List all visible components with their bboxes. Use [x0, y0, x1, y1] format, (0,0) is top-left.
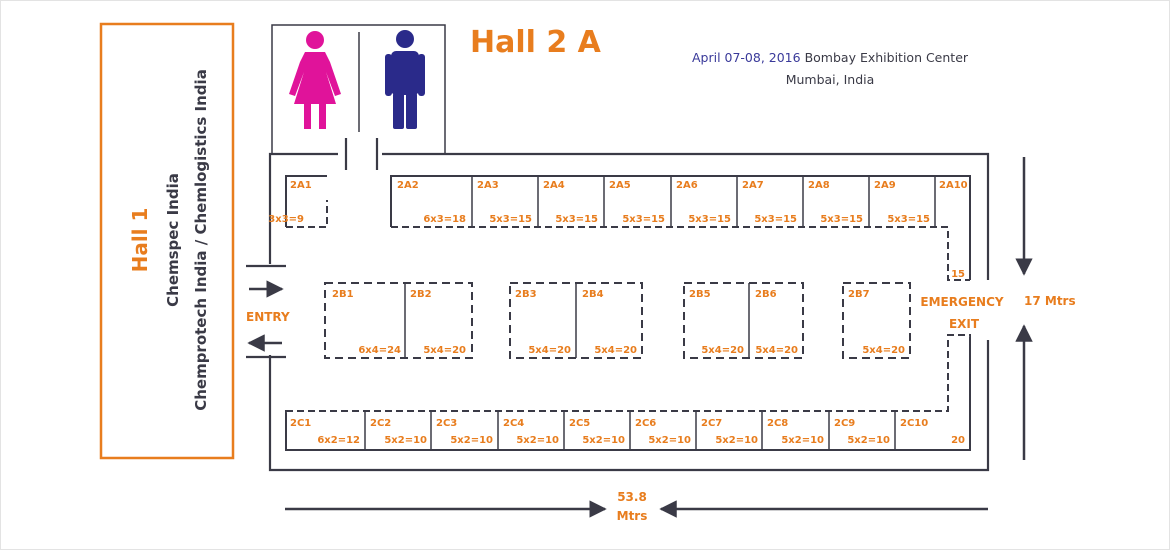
- row-c-stalls: [285, 333, 971, 451]
- stall-id-label: 2C4: [503, 418, 524, 429]
- restroom-box: [271, 24, 446, 154]
- hall1-title: Hall 1: [128, 208, 152, 273]
- stall-id-label: 2A6: [676, 180, 698, 191]
- stall-size-label: 5x2=10: [715, 435, 758, 446]
- hall2a-title: Hall 2 A: [470, 25, 602, 60]
- stall-size-label: 5x3=15: [555, 214, 598, 225]
- event-date-venue: April 07-08, 2016 Bombay Exhibition Cent…: [692, 50, 969, 65]
- stall-size-label: 5x2=10: [781, 435, 824, 446]
- stall-id-label: 2A4: [543, 180, 565, 191]
- male-restroom-icon: [385, 30, 425, 129]
- stall-id-label: 2B7: [848, 289, 870, 300]
- stall-id-label: 2B6: [755, 289, 777, 300]
- stall-size-label: 5x4=20: [423, 345, 466, 356]
- stall-id-label: 2C7: [701, 418, 722, 429]
- stall-size-label: 5x2=10: [384, 435, 427, 446]
- stall-size-label: 15: [951, 269, 965, 280]
- hall1-line1: Chemspec India: [164, 173, 182, 307]
- stall-id-label: 2C5: [569, 418, 590, 429]
- stall-id-label: 2C6: [635, 418, 656, 429]
- stall-id-label: 2A1: [290, 180, 312, 191]
- stall-size-label: 5x3=15: [820, 214, 863, 225]
- emergency-label: EMERGENCY: [920, 295, 1003, 309]
- stall-id-label: 2C9: [834, 418, 855, 429]
- stall-size-label: 5x3=15: [489, 214, 532, 225]
- stall-size-label: 5x3=15: [688, 214, 731, 225]
- stall-id-label: 2B2: [410, 289, 432, 300]
- hall1-box: [99, 22, 235, 460]
- hall-walls: [246, 138, 990, 472]
- stall-id-label: 2C1: [290, 418, 311, 429]
- stall-id-label: 2A10: [939, 180, 968, 191]
- stall-size-label: 5x2=10: [582, 435, 625, 446]
- event-city: Mumbai, India: [786, 72, 875, 87]
- stall-id-label: 2A2: [397, 180, 419, 191]
- stall-labels: 2A1 3x3=9 2A2 6x3=18 2A3 5x3=15 2A4 5x3=15 2A5 5x…: [268, 180, 967, 446]
- stall-id-label: 2A7: [742, 180, 764, 191]
- stall-size-label: 5x3=15: [622, 214, 665, 225]
- stall-id-label: 2A8: [808, 180, 830, 191]
- stall-size-label: 5x4=20: [594, 345, 637, 356]
- stall-size-label: 6x3=18: [423, 214, 466, 225]
- stall-id-label: 2B3: [515, 289, 537, 300]
- stall-id-label: 2C10: [900, 418, 928, 429]
- stall-size-label: 6x4=24: [358, 345, 401, 356]
- event-dates: April 07-08, 2016: [692, 50, 801, 65]
- row-a-stalls: [285, 175, 971, 281]
- stall-id-label: 2C3: [436, 418, 457, 429]
- stall-size-label: 5x4=20: [862, 345, 905, 356]
- exit-label: EXIT: [949, 317, 980, 331]
- stall-id-label: 2B1: [332, 289, 354, 300]
- row-b-stalls: [324, 282, 911, 359]
- stall-size-label: 5x4=20: [701, 345, 744, 356]
- stall-size-label: 5x2=10: [516, 435, 559, 446]
- width-value: 53.8: [617, 490, 647, 504]
- hall1-line2: Chemprotech India / Chemlogistics India: [192, 69, 210, 411]
- stall-id-label: 2C8: [767, 418, 788, 429]
- stall-size-label: 20: [951, 435, 965, 446]
- stall-size-label: 3x3=9: [268, 214, 304, 225]
- stall-id-label: 2B5: [689, 289, 711, 300]
- stall-id-label: 2A5: [609, 180, 631, 191]
- stall-id-label: 2A9: [874, 180, 896, 191]
- stall-id-label: 2C2: [370, 418, 391, 429]
- stall-size-label: 5x2=10: [847, 435, 890, 446]
- entry-label: ENTRY: [246, 310, 290, 324]
- event-venue: Bombay Exhibition Center: [805, 50, 969, 65]
- stall-size-label: 5x3=15: [887, 214, 930, 225]
- stall-size-label: 5x4=20: [528, 345, 571, 356]
- width-unit: Mtrs: [617, 509, 648, 523]
- stall-size-label: 5x2=10: [648, 435, 691, 446]
- stall-id-label: 2B4: [582, 289, 604, 300]
- stall-size-label: 6x2=12: [317, 435, 360, 446]
- female-restroom-icon: [289, 31, 341, 129]
- height-label: 17 Mtrs: [1024, 294, 1076, 308]
- stall-size-label: 5x2=10: [450, 435, 493, 446]
- stall-id-label: 2A3: [477, 180, 499, 191]
- stall-size-label: 5x3=15: [754, 214, 797, 225]
- stall-size-label: 5x4=20: [755, 345, 798, 356]
